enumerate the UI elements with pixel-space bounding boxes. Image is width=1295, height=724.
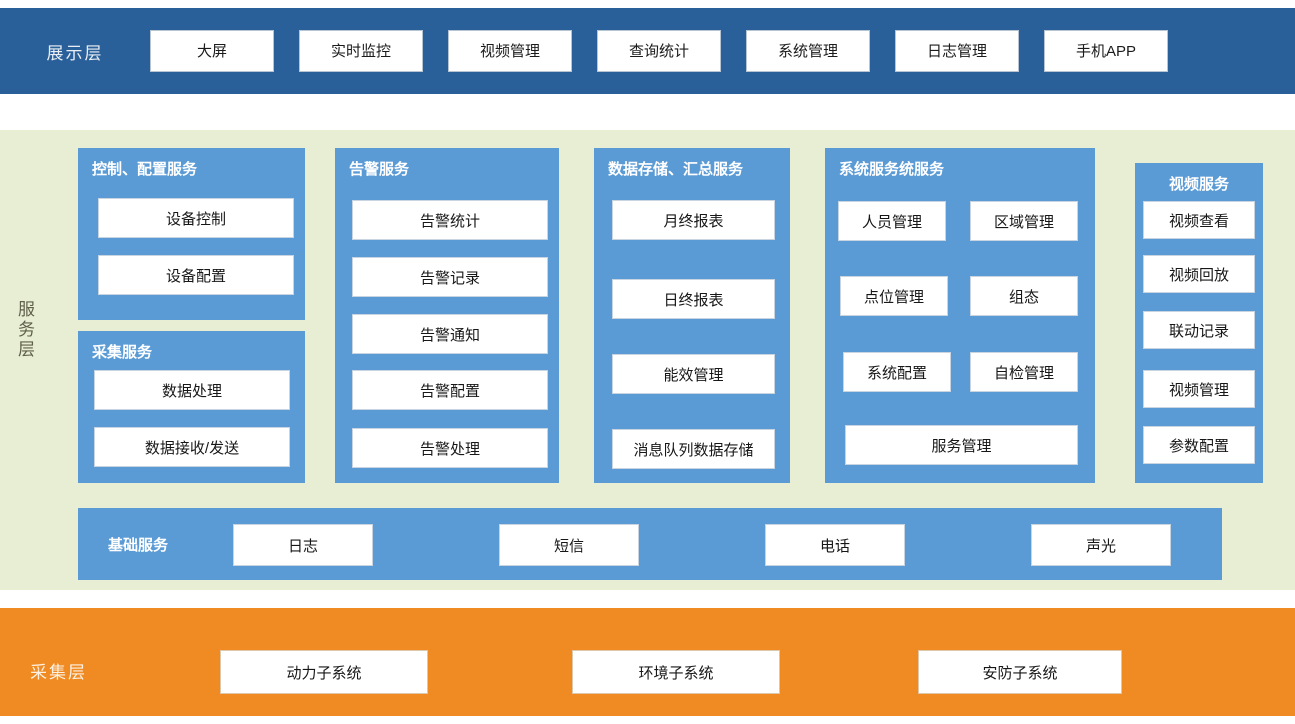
service-layer-label: 服务层 [15,300,34,360]
card-monthly-report[interactable]: 月终报表 [612,200,775,240]
card-alarm-record[interactable]: 告警记录 [352,257,548,297]
panel-title-control-config-service: 控制、配置服务 [92,161,198,178]
presentation-layer-label: 展示层 [46,43,104,63]
presentation-item-query-statistics[interactable]: 查询统计 [597,30,721,72]
panel-title-system-service: 系统服务统服务 [839,161,945,178]
card-alarm-statistics[interactable]: 告警统计 [352,200,548,240]
card-device-control[interactable]: 设备控制 [98,198,294,238]
card-system-config[interactable]: 系统配置 [843,352,951,392]
card-alarm-config[interactable]: 告警配置 [352,370,548,410]
card-data-processing[interactable]: 数据处理 [94,370,290,410]
card-message-queue-storage[interactable]: 消息队列数据存储 [612,429,775,469]
collect-card-environment-subsystem[interactable]: 环境子系统 [572,650,780,694]
presentation-item-dapingi[interactable]: 大屏 [150,30,274,72]
card-configuration[interactable]: 组态 [970,276,1078,316]
panel-title-video-service: 视频服务 [1168,176,1229,193]
card-alarm-handling[interactable]: 告警处理 [352,428,548,468]
collection-layer: 采集层 动力子系统 环境子系统 安防子系统 [0,608,1295,716]
panel-control-config-service: 控制、配置服务 设备控制 设备配置 [78,148,305,320]
card-alarm-notification[interactable]: 告警通知 [352,314,548,354]
basic-services-label: 基础服务 [108,537,169,554]
card-personnel-management[interactable]: 人员管理 [838,201,946,241]
card-point-management[interactable]: 点位管理 [840,276,948,316]
card-video-playback[interactable]: 视频回放 [1143,255,1255,293]
basic-card-log[interactable]: 日志 [233,524,373,566]
card-energy-management[interactable]: 能效管理 [612,354,775,394]
panel-title-data-storage-service: 数据存储、汇总服务 [608,161,744,178]
card-parameter-config[interactable]: 参数配置 [1143,426,1255,464]
panel-alarm-service: 告警服务 告警统计 告警记录 告警通知 告警配置 告警处理 [335,148,559,483]
presentation-item-video-management[interactable]: 视频管理 [448,30,572,72]
card-data-receive-send[interactable]: 数据接收/发送 [94,427,290,467]
panel-title-alarm-service: 告警服务 [349,161,410,178]
collect-card-power-subsystem[interactable]: 动力子系统 [220,650,428,694]
basic-card-sms[interactable]: 短信 [499,524,639,566]
card-area-management[interactable]: 区域管理 [970,201,1078,241]
card-service-management[interactable]: 服务管理 [845,425,1078,465]
collect-card-security-subsystem[interactable]: 安防子系统 [918,650,1122,694]
card-daily-report[interactable]: 日终报表 [612,279,775,319]
panel-collection-service: 采集服务 数据处理 数据接收/发送 [78,331,305,483]
card-device-config[interactable]: 设备配置 [98,255,294,295]
presentation-item-realtime-monitor[interactable]: 实时监控 [299,30,423,72]
presentation-item-mobile-app[interactable]: 手机APP [1044,30,1168,72]
panel-title-collection-service: 采集服务 [92,344,153,361]
panel-data-storage-service: 数据存储、汇总服务 月终报表 日终报表 能效管理 消息队列数据存储 [594,148,790,483]
presentation-item-system-management[interactable]: 系统管理 [746,30,870,72]
basic-services-bar: 基础服务 日志 短信 电话 声光 [78,508,1222,580]
panel-system-service: 系统服务统服务 人员管理 区域管理 点位管理 组态 系统配置 自检管理 服务管理 [825,148,1095,483]
presentation-layer-items: 大屏 实时监控 视频管理 查询统计 系统管理 日志管理 手机APP [150,30,1295,72]
card-self-check-management[interactable]: 自检管理 [970,352,1078,392]
presentation-item-log-management[interactable]: 日志管理 [895,30,1019,72]
basic-card-sound-light[interactable]: 声光 [1031,524,1171,566]
card-video-view[interactable]: 视频查看 [1143,201,1255,239]
card-video-management[interactable]: 视频管理 [1143,370,1255,408]
presentation-layer: 展示层 大屏 实时监控 视频管理 查询统计 系统管理 日志管理 手机APP [0,8,1295,94]
collection-layer-label: 采集层 [30,663,87,682]
basic-card-phone[interactable]: 电话 [765,524,905,566]
panel-video-service: 视频服务 视频查看 视频回放 联动记录 视频管理 参数配置 [1135,163,1263,483]
card-linkage-record[interactable]: 联动记录 [1143,311,1255,349]
